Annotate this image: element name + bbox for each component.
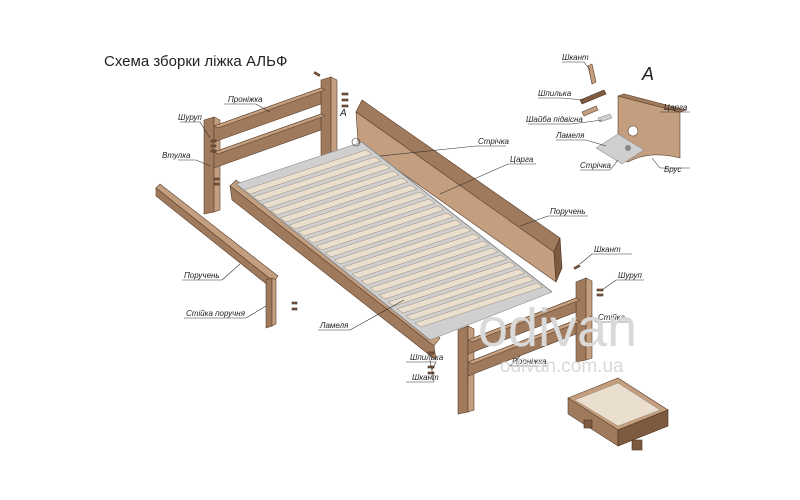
- label-pronizhka-top: Проніжка: [228, 95, 263, 104]
- footboard: [457, 277, 593, 415]
- detail-a-inset: A: [579, 63, 688, 165]
- label-shkant-bottom: Шкант: [412, 373, 439, 382]
- post-dowel-2: [291, 307, 298, 311]
- watermark-url: odivan.com.ua: [500, 356, 624, 377]
- label-shurup-left: Шуруп: [178, 113, 203, 122]
- label-brus: Брус: [664, 165, 681, 174]
- label-poruchen-left: Поручень: [184, 271, 220, 280]
- detail-a-marker: A: [339, 108, 347, 119]
- watermark-logo: odivan: [478, 298, 637, 358]
- slat-frame: [235, 141, 553, 341]
- label-lamelya: Ламеля: [319, 321, 349, 330]
- label-shurup-right: Шуруп: [618, 271, 643, 280]
- label-stiyka: Стійка: [598, 313, 625, 322]
- guard-rail: [155, 183, 279, 291]
- label-shkant-detail: Шкант: [562, 53, 589, 62]
- label-pronizhka-bottom: Проніжка: [512, 357, 547, 366]
- label-tsarga: Царга: [510, 155, 534, 164]
- label-strichka-detail: Стрічка: [580, 161, 611, 170]
- label-lamelya-detail: Ламеля: [555, 131, 585, 140]
- label-poruchen-right: Поручень: [550, 207, 586, 216]
- storage-drawer: [567, 377, 669, 451]
- post-dowel-1: [291, 301, 298, 305]
- headboard-hardware: [210, 71, 349, 186]
- label-shayba: Шайба підвісна: [526, 115, 583, 124]
- label-stiyka-poruchnya: Стійка поручня: [186, 309, 246, 318]
- detail-dowels: [579, 63, 613, 123]
- detail-letter: A: [641, 64, 654, 84]
- diagram-title: Схема зборки ліжка АЛЬФ: [104, 53, 287, 70]
- label-shpylka-bottom: Шпилька: [410, 353, 444, 362]
- leader-lines: [178, 61, 690, 383]
- detail-a-circle: [351, 137, 361, 147]
- slats: [243, 149, 544, 328]
- side-rail-back: [355, 99, 563, 283]
- guard-rail-post: [265, 277, 277, 329]
- watermark: odivan odivan.com.ua: [478, 298, 637, 377]
- label-shpylka-detail: Шпилька: [538, 89, 572, 98]
- part-labels: Проніжка Шуруп Втулка Стрічка Царга Пору…: [162, 53, 688, 382]
- label-vtulka: Втулка: [162, 151, 191, 160]
- label-strichka: Стрічка: [478, 137, 509, 146]
- label-shkant-right: Шкант: [594, 245, 621, 254]
- headboard: [203, 76, 338, 215]
- label-tsarga-detail: Царга: [664, 103, 688, 112]
